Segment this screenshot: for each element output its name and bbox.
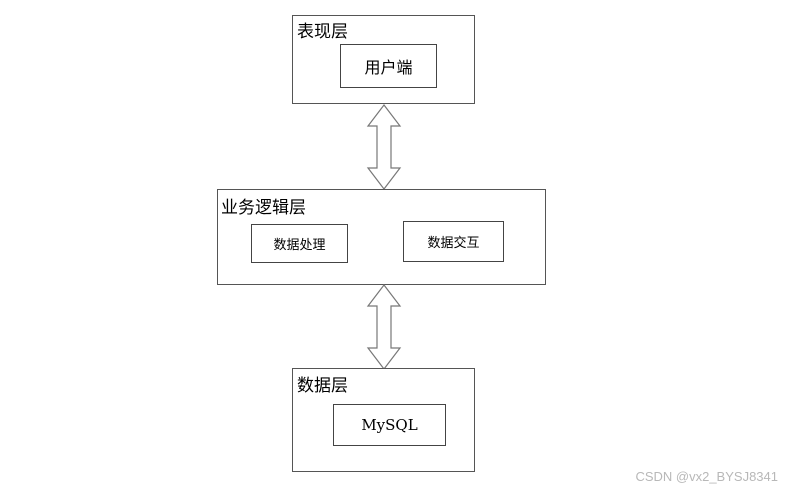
data-interaction-label: 数据交互 — [427, 236, 480, 251]
watermark: CSDN @vx2_BYSJ8341 — [635, 469, 778, 484]
presentation-layer: 表现层 用户端 — [292, 15, 475, 104]
data-interaction-box: 数据交互 — [403, 221, 504, 262]
business-logic-layer-title: 业务逻辑层 — [221, 198, 306, 218]
client-label: 用户端 — [364, 58, 413, 77]
double-arrow-icon — [366, 284, 402, 370]
mysql-box: MySQL — [333, 404, 446, 446]
data-processing-label: 数据处理 — [273, 238, 326, 253]
double-arrow-icon — [366, 104, 402, 190]
data-layer: 数据层 MySQL — [292, 368, 475, 472]
presentation-layer-title: 表现层 — [297, 22, 348, 42]
client-box: 用户端 — [340, 44, 437, 88]
mysql-label: MySQL — [361, 416, 418, 434]
data-layer-title: 数据层 — [297, 376, 348, 396]
data-processing-box: 数据处理 — [251, 224, 348, 263]
business-logic-layer: 业务逻辑层 数据处理 数据交互 — [217, 189, 546, 285]
